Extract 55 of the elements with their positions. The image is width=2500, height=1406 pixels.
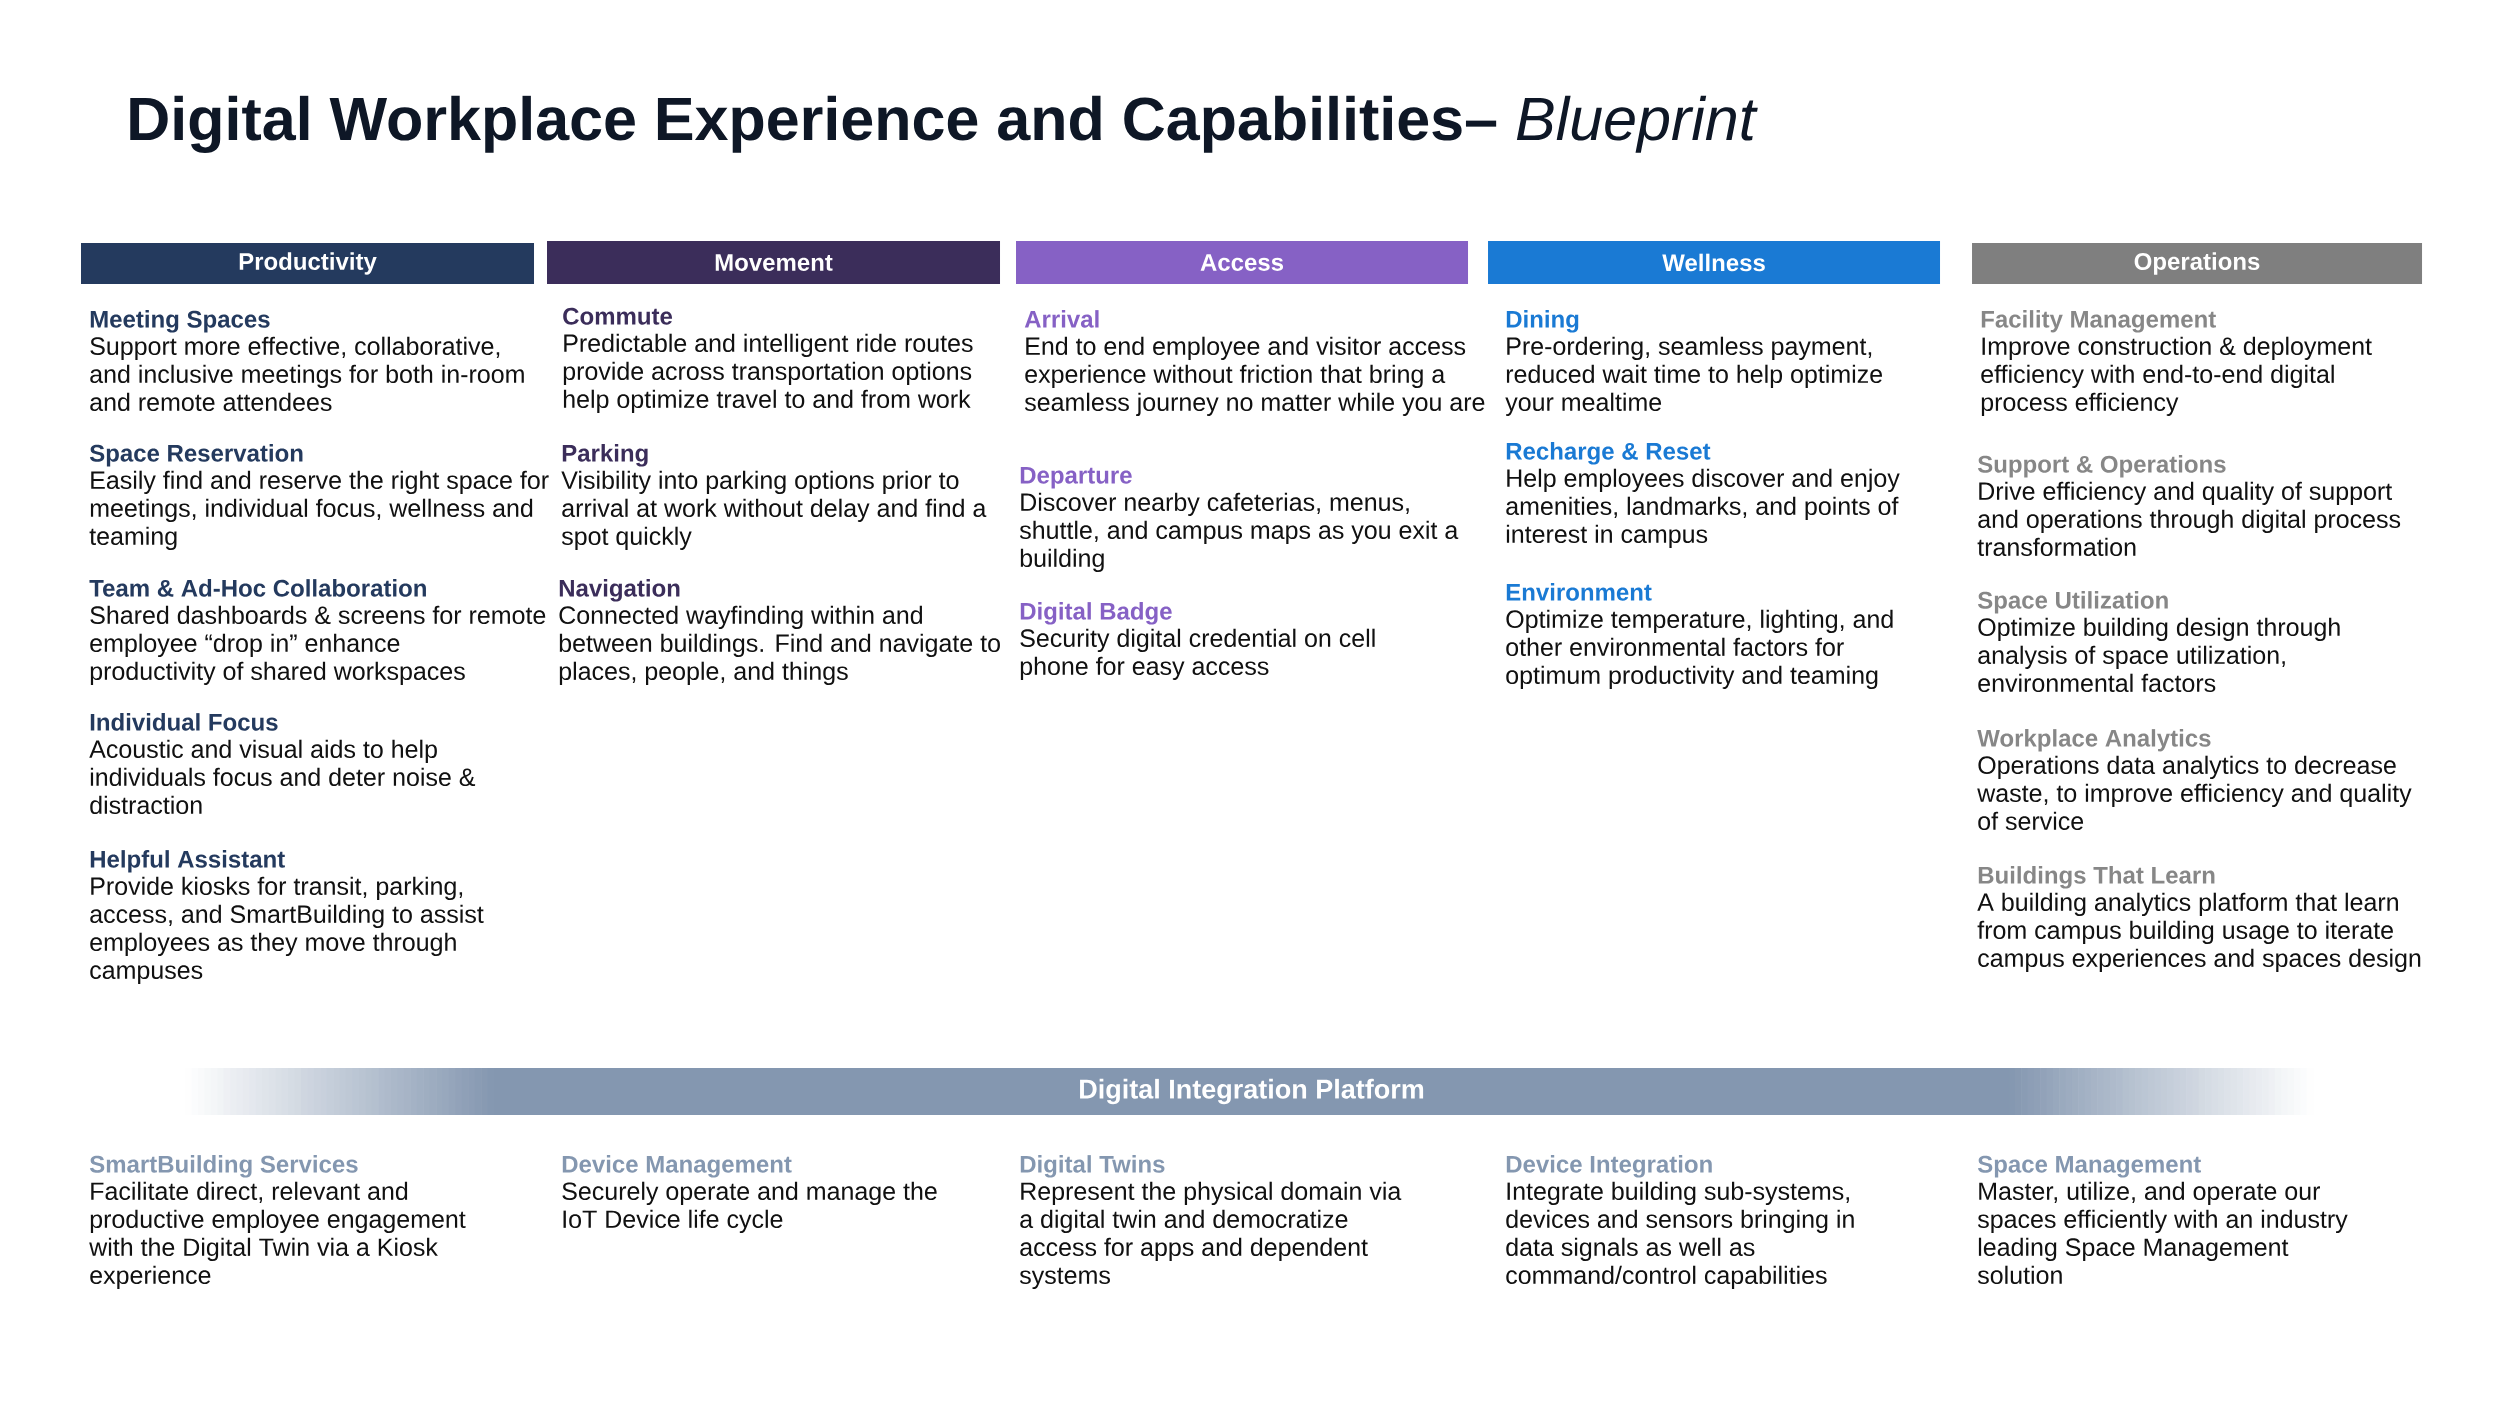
item-heading: Helpful Assistant bbox=[90, 850, 285, 873]
item-heading: Space Reservation bbox=[89, 444, 303, 467]
item-description: Optimize building design through analysis of space utilization, environmental factors bbox=[1978, 617, 2340, 693]
item-heading: Departure bbox=[1020, 467, 1132, 489]
item-heading: Meeting Spaces bbox=[90, 310, 270, 333]
item-description: Represent the physical domain via a digital twin and democratize access for apps and dependent systems bbox=[1019, 1181, 1402, 1289]
item-description: Master, utilize, and operate our spaces efficiently with an industry leading Space Management solution bbox=[1977, 1181, 2348, 1285]
category-band: Movement bbox=[547, 241, 1000, 284]
item-heading: Digital Badge bbox=[1020, 602, 1172, 625]
item-description: A building analytics platform that learn from campus building usage to iterate campus experiences and spaces design bbox=[1977, 892, 2421, 972]
item-description: Discover nearby cafeterias, menus, shuttle, and campus maps as you exit a building bbox=[1019, 492, 1459, 572]
item-heading: Environment bbox=[1506, 583, 1652, 601]
title: Digital Workplace Experience and Capabilities– Blueprint bbox=[130, 95, 1758, 153]
item-description: Security digital credential on cell phone for easy access bbox=[1020, 628, 1375, 680]
item-heading: Facility Management bbox=[1981, 310, 2216, 333]
item-heading: SmartBuilding Services bbox=[89, 1155, 358, 1178]
category-band: Access bbox=[1016, 241, 1468, 284]
item-description: Support more effective, collaborative, and inclusive meetings for both in-room and remote attendees bbox=[90, 336, 524, 412]
item-description: Shared dashboards & screens for remote employee “drop in” enhance productivity of shared workspaces bbox=[90, 605, 546, 685]
category-band: Operations bbox=[1972, 243, 2423, 284]
category-band: Wellness bbox=[1488, 241, 1940, 284]
item-description: Operations data analytics to decrease waste, to improve efficiency and quality of service bbox=[1977, 755, 2412, 831]
item-heading: Navigation bbox=[559, 579, 680, 602]
item-heading: Recharge & Reset bbox=[1506, 442, 1711, 465]
item-description: Predictable and intelligent ride routes provide across transportation options help optimize travel to and from work bbox=[563, 333, 973, 413]
item-description: Optimize temperature, lighting, and other environmental factors for optimum productivity and teaming bbox=[1506, 609, 1893, 689]
item-heading: Device Integration bbox=[1506, 1155, 1712, 1178]
item-heading: Workplace Analytics bbox=[1977, 729, 2211, 752]
item-heading: Buildings That Learn bbox=[1978, 866, 2215, 889]
item-description: Easily find and reserve the right space for meetings, individual focus, wellness and teaming bbox=[89, 470, 549, 550]
item-heading: Space Utilization bbox=[1977, 591, 2168, 614]
item-description: Pre-ordering, seamless payment, reduced wait time to help optimize your mealtime bbox=[1505, 336, 1882, 416]
item-description: Provide kiosks for transit, parking, access, and SmartBuilding to assist employees as they move through campuses bbox=[90, 876, 484, 984]
item-heading: Team & Ad-Hoc Collaboration bbox=[89, 579, 426, 597]
item-heading: Commute bbox=[563, 307, 673, 325]
item-heading: Device Management bbox=[562, 1155, 792, 1178]
item-heading: Dining bbox=[1506, 310, 1579, 333]
item-description: End to end employee and visitor access experience without friction that bring a seamless journey no matter while you are bbox=[1024, 336, 1485, 416]
item-heading: Individual Focus bbox=[90, 713, 278, 731]
item-description: Acoustic and visual aids to help individuals focus and deter noise & distraction bbox=[89, 739, 476, 815]
item-description: Securely operate and manage the IoT Device life cycle bbox=[562, 1181, 937, 1233]
category-band: Productivity bbox=[81, 243, 534, 284]
item-heading: Parking bbox=[562, 444, 648, 467]
item-description: Improve construction & deployment efficiency with end-to-end digital process efficiency bbox=[1981, 336, 2372, 416]
item-heading: Support & Operations bbox=[1977, 455, 2226, 478]
platform-band: Digital Integration Platform bbox=[185, 1068, 2314, 1115]
item-description: Integrate building sub-systems, devices and sensors bringing in data signals as well as command/control capabilities bbox=[1506, 1181, 1854, 1289]
item-heading: Arrival bbox=[1024, 310, 1099, 328]
item-description: Help employees discover and enjoy amenities, landmarks, and points of interest in campus bbox=[1506, 468, 1900, 548]
item-description: Connected wayfinding within and between buildings. Find and navigate to places, people, and things bbox=[559, 605, 1000, 685]
item-heading: Space Management bbox=[1977, 1155, 2201, 1178]
item-heading: Digital Twins bbox=[1020, 1155, 1165, 1178]
item-description: Drive efficiency and quality of support and operations through digital process transformation bbox=[1977, 481, 2401, 557]
item-description: Facilitate direct, relevant and productive employee engagement with the Digital Twin via a Kiosk experience bbox=[89, 1181, 466, 1289]
item-description: Visibility into parking options prior to arrival at work without delay and find a spot quickly bbox=[561, 470, 987, 550]
